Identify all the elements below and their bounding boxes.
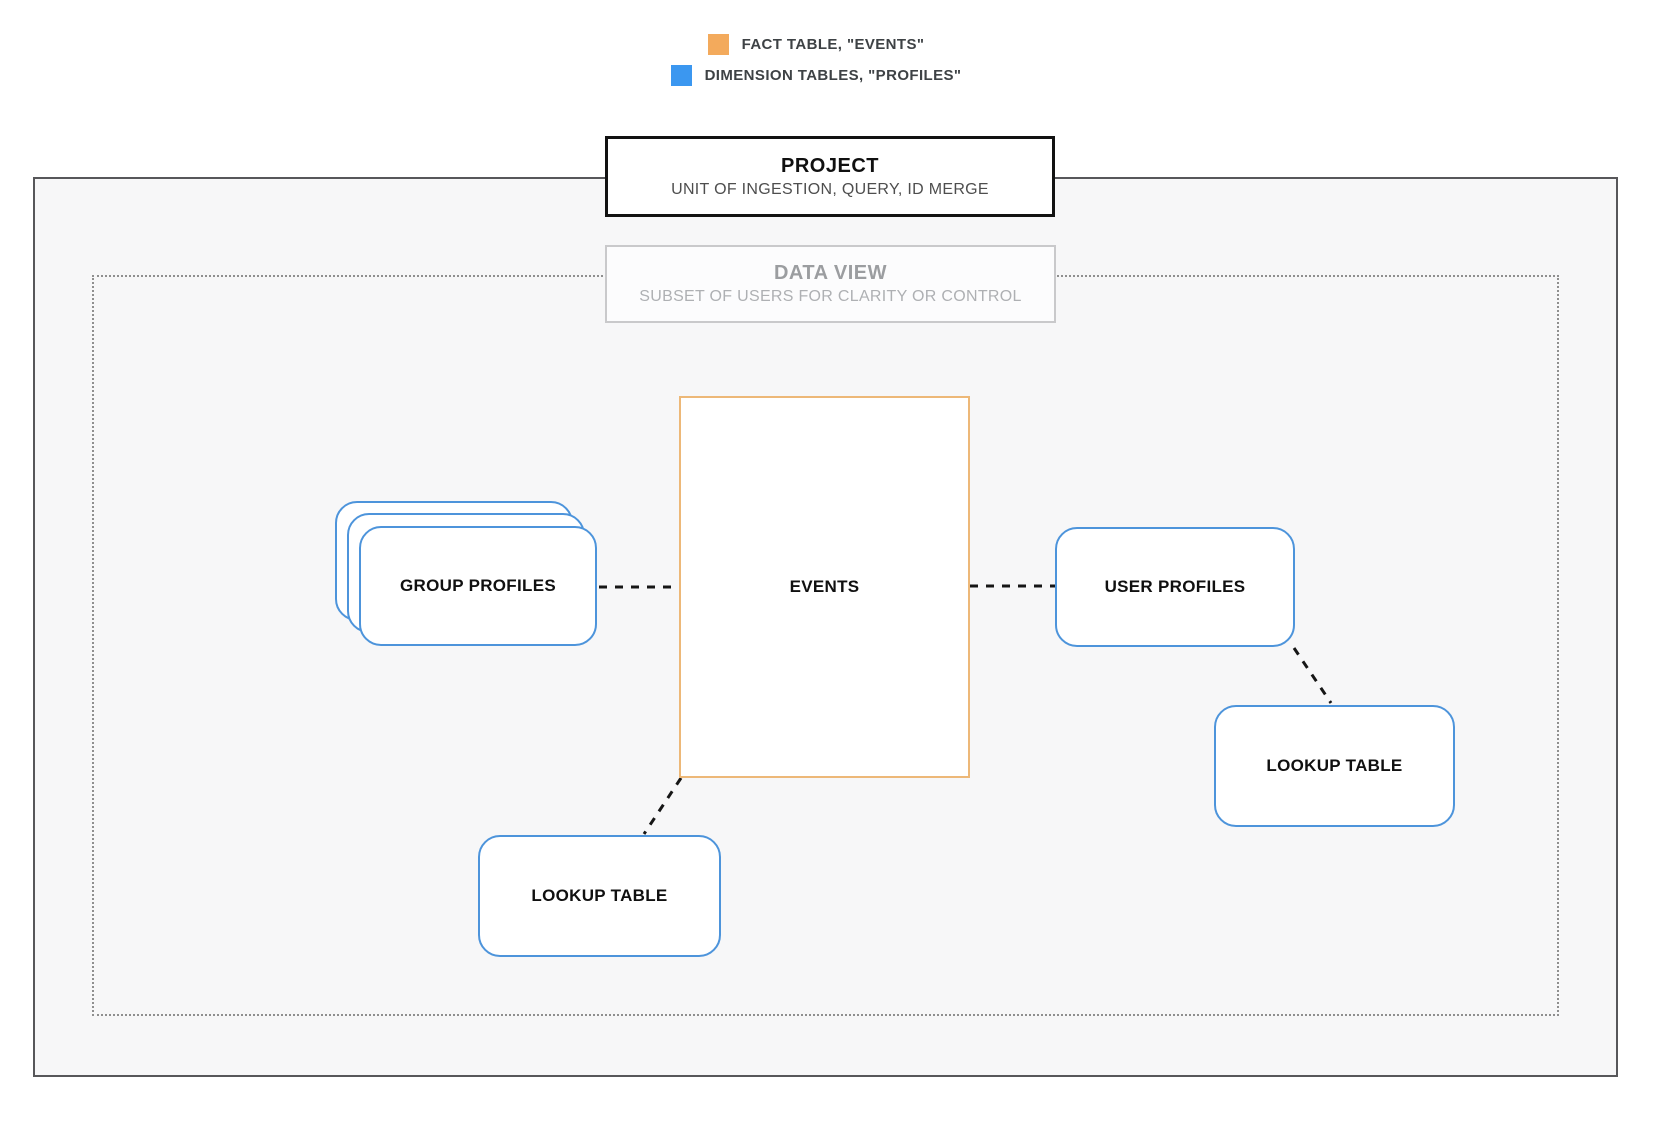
fact-table-swatch-icon bbox=[707, 34, 729, 55]
user-profiles-label: USER PROFILES bbox=[1104, 577, 1246, 596]
lookup-table-bottom-label: LOOKUP TABLE bbox=[531, 886, 668, 905]
user-profiles-node: USER PROFILES bbox=[1055, 527, 1295, 647]
group-profiles-node: GROUP PROFILES bbox=[359, 526, 597, 646]
legend-label-dimension-tables: DIMENSION TABLES, "PROFILES" bbox=[704, 67, 962, 84]
legend-item-fact-table: FACT TABLE, "EVENTS" bbox=[707, 34, 925, 55]
project-subtitle: UNIT OF INGESTION, QUERY, ID MERGE bbox=[671, 180, 989, 198]
legend-label-fact-table: FACT TABLE, "EVENTS" bbox=[741, 36, 925, 53]
data-view-title: DATA VIEW bbox=[773, 262, 887, 284]
lookup-table-right-label: LOOKUP TABLE bbox=[1266, 756, 1403, 775]
lookup-table-right-node: LOOKUP TABLE bbox=[1214, 705, 1455, 827]
data-view-header: DATA VIEW SUBSET OF USERS FOR CLARITY OR… bbox=[605, 245, 1056, 323]
project-title: PROJECT bbox=[781, 154, 879, 177]
legend: FACT TABLE, "EVENTS" DIMENSION TABLES, "… bbox=[0, 34, 1648, 86]
group-profiles-label: GROUP PROFILES bbox=[400, 576, 556, 595]
lookup-table-bottom-node: LOOKUP TABLE bbox=[478, 835, 721, 957]
data-view-subtitle: SUBSET OF USERS FOR CLARITY OR CONTROL bbox=[639, 288, 1022, 305]
project-header: PROJECT UNIT OF INGESTION, QUERY, ID MER… bbox=[605, 136, 1055, 217]
events-node: EVENTS bbox=[679, 396, 970, 778]
legend-item-dimension-tables: DIMENSION TABLES, "PROFILES" bbox=[670, 65, 962, 86]
events-label: EVENTS bbox=[789, 577, 860, 596]
dimension-tables-swatch-icon bbox=[670, 65, 692, 86]
